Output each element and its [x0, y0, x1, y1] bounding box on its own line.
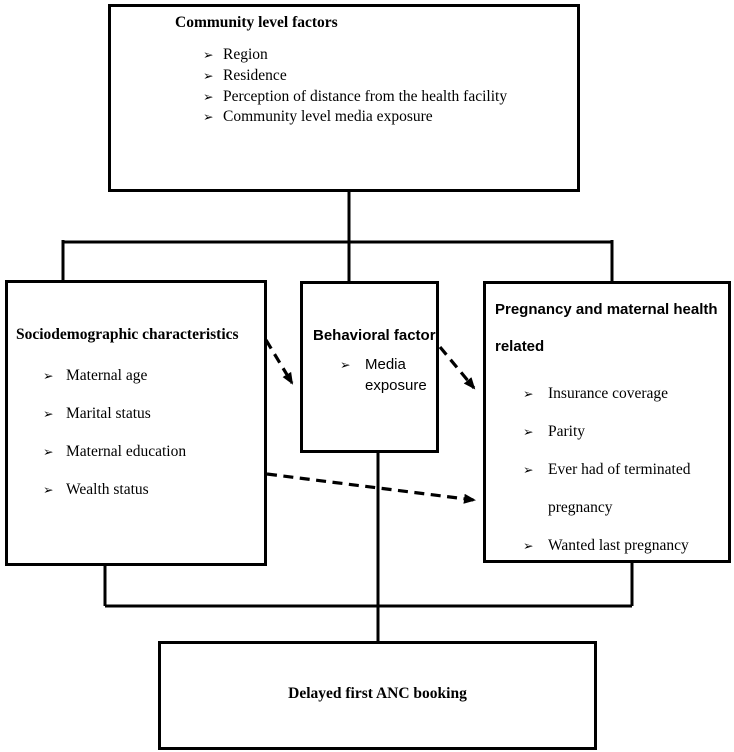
arrow-bullet-icon: ➢ — [43, 406, 54, 421]
list-item-label: Region — [223, 46, 268, 63]
list-item: ➢ Media exposure — [340, 355, 436, 396]
list-item-label: Residence — [223, 66, 287, 84]
list-item-label: Perception of distance from the health f… — [223, 87, 508, 105]
list-item-label: Maternal age — [66, 367, 148, 384]
dashed-arrow-socio-to-behavioral — [264, 339, 294, 385]
box-title: Delayed first ANC booking — [288, 685, 467, 702]
list-item: ➢ Wealth status — [43, 471, 264, 509]
community-level-factors-box: Community level factors ➢ Region ➢ Resid… — [108, 4, 580, 192]
delayed-anc-booking-box: Delayed first ANC booking — [158, 641, 597, 750]
arrow-bullet-icon: ➢ — [43, 444, 54, 459]
list-item-label: Media exposure — [365, 356, 427, 394]
sociodemographic-list: ➢ Maternal age ➢ Marital status ➢ Matern… — [43, 357, 264, 509]
list-item: ➢ Insurance coverage — [523, 375, 728, 413]
list-item: ➢ Region — [203, 45, 577, 66]
arrow-bullet-icon: ➢ — [523, 462, 534, 477]
arrow-bullet-icon: ➢ — [203, 109, 214, 125]
community-factor-list: ➢ Region ➢ Residence ➢ Perception of dis… — [203, 45, 577, 128]
arrow-bullet-icon: ➢ — [43, 482, 54, 497]
list-item-label: Wanted last pregnancy — [548, 537, 689, 554]
list-item: ➢ Marital status — [43, 395, 264, 433]
behavioral-factor-box: Behavioral factor ➢ Media exposure — [300, 281, 439, 453]
list-item-label: Marital status — [66, 405, 151, 422]
list-item: ➢ Ever had of terminated pregnancy — [523, 451, 728, 527]
sociodemographic-characteristics-box: Sociodemographic characteristics ➢ Mater… — [5, 280, 267, 566]
list-item: ➢ Maternal age — [43, 357, 264, 395]
arrow-bullet-icon: ➢ — [523, 424, 534, 439]
list-item: ➢ Community level media exposure — [203, 107, 577, 128]
box-title: Pregnancy and maternal health related — [495, 301, 718, 355]
list-item-label: Wealth status — [66, 481, 149, 498]
arrow-bullet-icon: ➢ — [523, 538, 534, 553]
pregnancy-maternal-health-box: Pregnancy and maternal health related ➢ … — [483, 281, 731, 563]
box-title: Sociodemographic characteristics — [16, 326, 239, 343]
list-item: ➢ Residence — [203, 66, 577, 87]
pregnancy-health-list: ➢ Insurance coverage ➢ Parity ➢ Ever had… — [523, 375, 728, 565]
arrow-bullet-icon: ➢ — [43, 368, 54, 383]
arrow-bullet-icon: ➢ — [203, 67, 214, 83]
box-title: Community level factors — [175, 14, 338, 31]
list-item-label: Parity — [548, 423, 586, 440]
list-item: ➢ Maternal education — [43, 433, 264, 471]
dashed-arrow-socio-to-pregnancy — [266, 472, 476, 504]
list-item-label: Ever had of terminated pregnancy — [548, 461, 691, 516]
arrow-bullet-icon: ➢ — [203, 88, 214, 104]
list-item-label: Maternal education — [66, 443, 187, 460]
behavioral-list: ➢ Media exposure — [340, 355, 436, 396]
list-item-label: Community level media exposure — [223, 108, 433, 126]
list-item-label: Insurance coverage — [548, 385, 669, 402]
list-item: ➢ Perception of distance from the health… — [203, 87, 577, 108]
list-item: ➢ Wanted last pregnancy — [523, 527, 728, 565]
arrow-bullet-icon: ➢ — [203, 47, 214, 62]
list-item: ➢ Parity — [523, 413, 728, 451]
box-title: Behavioral factor — [313, 327, 436, 344]
arrow-bullet-icon: ➢ — [340, 357, 351, 372]
dashed-arrow-behavioral-to-pregnancy — [438, 345, 476, 390]
arrow-bullet-icon: ➢ — [523, 386, 534, 401]
